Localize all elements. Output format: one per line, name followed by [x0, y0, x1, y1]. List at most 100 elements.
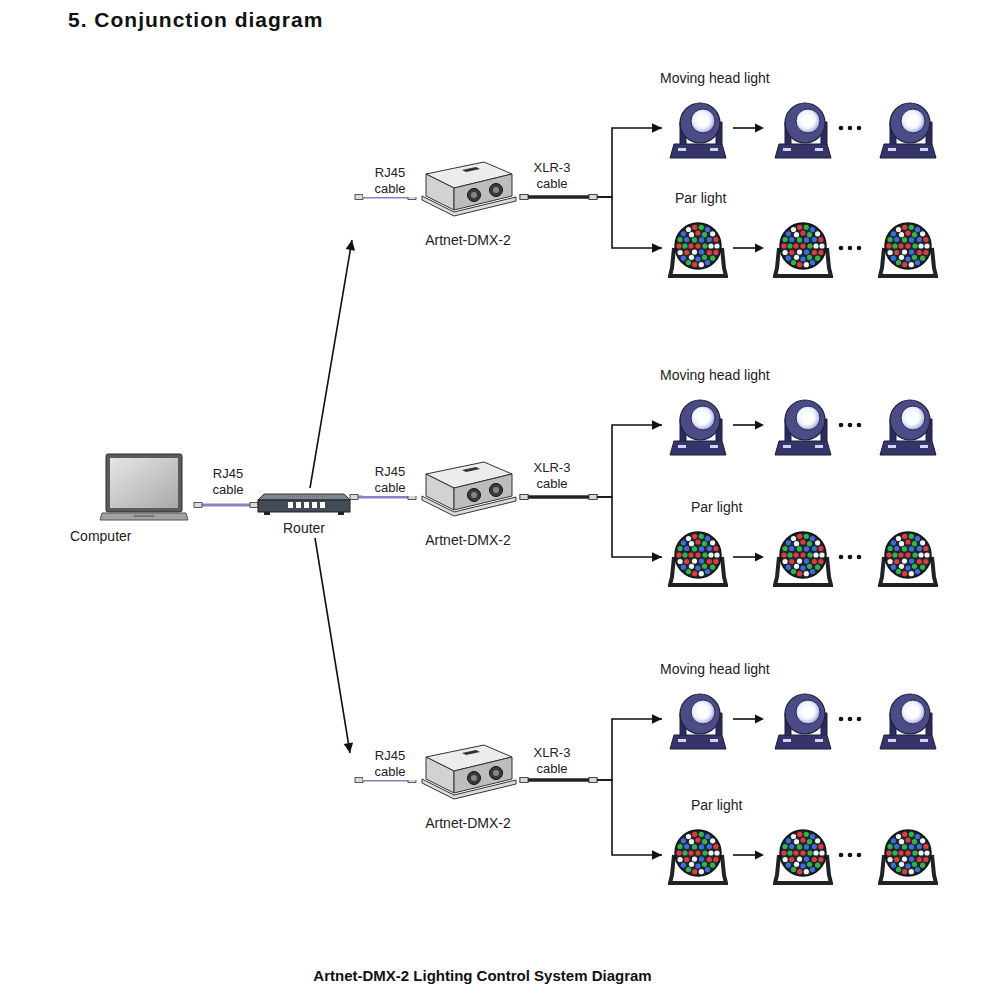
bracket-line — [597, 128, 662, 197]
cable-label: RJ45 cable — [363, 165, 417, 197]
page-caption: Artnet-DMX-2 Lighting Control System Dia… — [0, 967, 965, 984]
graphic-part — [296, 502, 301, 508]
graphic-part — [264, 512, 270, 515]
graphic-part — [848, 246, 853, 251]
arrow-line — [310, 240, 352, 488]
cable-plug — [520, 195, 528, 200]
graphic-part — [733, 556, 757, 558]
graphic-part — [848, 717, 853, 722]
graphic-part — [857, 423, 862, 428]
par-light-group: Par light — [663, 795, 948, 890]
bracket-line — [597, 719, 662, 780]
node-label: Computer — [70, 528, 131, 545]
router-node: Router — [258, 490, 350, 536]
link-gap — [350, 753, 357, 780]
graphic-part — [755, 715, 764, 724]
cable-plug — [589, 495, 597, 500]
cable-plug — [520, 495, 528, 500]
graphic-part — [857, 717, 862, 722]
graphic-part — [839, 717, 844, 722]
arrow-line — [315, 538, 350, 753]
moving-head-group: Moving head light — [663, 365, 948, 460]
graphic-part — [471, 492, 477, 498]
graphic-part — [471, 775, 477, 781]
graphic-part — [134, 515, 154, 517]
node-label: Par light — [691, 499, 742, 516]
arrow-head — [652, 243, 662, 253]
graphic-part — [857, 853, 862, 858]
connector — [520, 420, 662, 499]
graphic-part — [110, 458, 178, 508]
node-label: Artnet-DMX-2 — [425, 815, 511, 832]
arrow-head — [652, 123, 662, 133]
cable-plug — [355, 778, 363, 783]
graphic-part — [839, 246, 844, 251]
graphic-part — [462, 467, 480, 472]
graphic-part — [304, 502, 309, 508]
par-light-group: Par light — [663, 188, 948, 283]
converter-node: Artnet-DMX-2 — [416, 460, 520, 552]
graphic-part — [733, 424, 757, 426]
graphic-part — [670, 103, 726, 158]
node-label: Artnet-DMX-2 — [425, 532, 511, 549]
graphic-part — [775, 223, 831, 276]
cable-plug — [520, 495, 528, 500]
graphic-part — [493, 770, 499, 776]
cable-line — [520, 196, 597, 199]
arrow-head — [346, 240, 356, 251]
connector — [520, 778, 662, 860]
graphic-part — [670, 400, 726, 455]
cable-plug — [520, 778, 528, 783]
cable-plug — [589, 495, 597, 500]
cable-label: XLR-3 cable — [525, 460, 579, 492]
arrow-head — [652, 714, 662, 724]
graphic-part — [880, 830, 936, 883]
cable-plug — [520, 778, 528, 783]
graphic-part — [848, 126, 853, 131]
laptop-illustration — [100, 452, 188, 524]
graphic-part — [880, 103, 936, 158]
graphic-part — [755, 851, 764, 860]
graphic-part — [733, 247, 757, 249]
connector — [310, 195, 416, 489]
graphic-part — [755, 553, 764, 562]
node-label: Router — [283, 520, 325, 537]
graphic-part — [471, 192, 477, 198]
graphic-part — [880, 694, 936, 749]
cable-label: RJ45 cable — [201, 466, 255, 498]
connector — [315, 538, 416, 783]
cable-label: RJ45 cable — [363, 464, 417, 496]
graphic-part — [880, 223, 936, 276]
cable-plug — [250, 503, 258, 508]
graphic-part — [338, 512, 344, 515]
graphic-part — [857, 126, 862, 131]
artnet-illustration — [422, 743, 514, 805]
cable-plug — [194, 503, 202, 508]
cable-plug — [589, 195, 597, 200]
graphic-part — [775, 532, 831, 585]
arrow-head — [652, 552, 662, 562]
graphic-part — [755, 244, 764, 253]
connector — [520, 123, 662, 199]
moving-head-group: Moving head light — [663, 68, 948, 163]
arrow-head — [652, 420, 662, 430]
graphic-part — [848, 853, 853, 858]
cable-plug — [350, 495, 358, 500]
arrow-head — [652, 850, 662, 860]
graphic-part — [100, 513, 188, 520]
graphic-part — [258, 500, 350, 512]
par-light-group: Par light — [663, 497, 948, 592]
converter-node: Artnet-DMX-2 — [416, 743, 520, 835]
graphic-part — [320, 502, 325, 508]
router-illustration — [258, 492, 350, 518]
cable-plug — [589, 195, 597, 200]
graphic-part — [857, 246, 862, 251]
graphic-part — [880, 400, 936, 455]
graphic-part — [493, 487, 499, 493]
cable-line — [520, 496, 597, 499]
graphic-part — [733, 854, 757, 856]
graphic-part — [468, 772, 481, 785]
graphic-part — [755, 421, 764, 430]
graphic-part — [839, 555, 844, 560]
